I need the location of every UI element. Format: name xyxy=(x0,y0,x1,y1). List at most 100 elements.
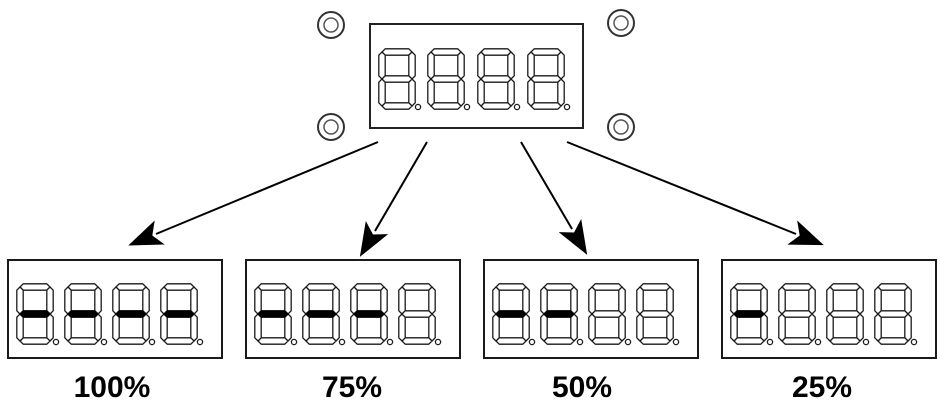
seg-c xyxy=(190,313,198,342)
seg-b xyxy=(457,51,465,80)
seg-e xyxy=(874,313,882,342)
seg-e xyxy=(636,313,644,342)
level-digit-3 xyxy=(826,283,870,346)
decimal-point xyxy=(414,103,422,111)
decimal-point xyxy=(672,338,680,346)
seg-b xyxy=(618,286,626,315)
seg-c xyxy=(457,78,465,107)
seg-e xyxy=(254,313,262,342)
arrow-to-75 xyxy=(359,141,428,257)
seg-f xyxy=(254,286,262,315)
level-label-100: 100% xyxy=(73,371,151,404)
seg-c xyxy=(522,313,530,342)
seg-a xyxy=(591,283,623,291)
seg-e xyxy=(527,78,535,107)
main-digit-2 xyxy=(427,48,471,111)
seg-d xyxy=(639,337,671,345)
seg-d xyxy=(877,337,909,345)
seg-g xyxy=(543,310,575,318)
seg-f xyxy=(826,286,834,315)
seg-b xyxy=(570,286,578,315)
main-digit-4 xyxy=(527,48,571,111)
seg-a xyxy=(305,283,337,291)
seg-a xyxy=(781,283,813,291)
seg-d xyxy=(381,102,413,110)
level-digit-2 xyxy=(302,283,346,346)
seg-a xyxy=(401,283,433,291)
seg-f xyxy=(636,286,644,315)
seg-e xyxy=(398,313,406,342)
seg-d xyxy=(257,337,289,345)
level-panels xyxy=(7,259,937,359)
decimal-point xyxy=(100,338,108,346)
seg-e xyxy=(378,78,386,107)
seg-g xyxy=(733,310,765,318)
seg-a xyxy=(257,283,289,291)
seg-c xyxy=(142,313,150,342)
level-digit-4 xyxy=(398,283,442,346)
seg-a xyxy=(430,48,462,56)
level-digit-1 xyxy=(16,283,60,346)
decimal-point xyxy=(463,103,471,111)
seg-d xyxy=(67,337,99,345)
seg-a xyxy=(353,283,385,291)
seg-c xyxy=(557,78,565,107)
arrows xyxy=(128,141,824,257)
seg-a xyxy=(877,283,909,291)
seg-f xyxy=(540,286,548,315)
mount-hole-bottom-right xyxy=(607,113,635,141)
seg-f xyxy=(492,286,500,315)
decimal-point xyxy=(52,338,60,346)
level-digit-3 xyxy=(588,283,632,346)
seg-b xyxy=(284,286,292,315)
seg-c xyxy=(570,313,578,342)
seg-b xyxy=(904,286,912,315)
seg-f xyxy=(527,51,535,80)
seg-b xyxy=(557,51,565,80)
level-digit-3 xyxy=(112,283,156,346)
seg-f xyxy=(477,51,485,80)
seg-d xyxy=(733,337,765,345)
level-digit-3 xyxy=(350,283,394,346)
seg-g xyxy=(829,310,861,318)
seg-g xyxy=(67,310,99,318)
seg-b xyxy=(428,286,436,315)
decimal-point xyxy=(862,338,870,346)
seg-g xyxy=(401,310,433,318)
level-digit-1 xyxy=(254,283,298,346)
seg-b xyxy=(380,286,388,315)
seg-c xyxy=(760,313,768,342)
seg-b xyxy=(94,286,102,315)
arrow-to-50 xyxy=(520,141,588,255)
seg-a xyxy=(543,283,575,291)
seg-g xyxy=(639,310,671,318)
seg-c xyxy=(904,313,912,342)
seg-e xyxy=(477,78,485,107)
seg-a xyxy=(495,283,527,291)
main-display-digits xyxy=(378,48,571,111)
seg-a xyxy=(829,283,861,291)
seg-c xyxy=(94,313,102,342)
seg-a xyxy=(381,48,413,56)
seg-d xyxy=(115,337,147,345)
seg-d xyxy=(163,337,195,345)
seg-e xyxy=(160,313,168,342)
top-display-module xyxy=(317,9,635,141)
seg-g xyxy=(781,310,813,318)
seg-b xyxy=(190,286,198,315)
seg-d xyxy=(401,337,433,345)
seg-b xyxy=(408,51,416,80)
seg-f xyxy=(16,286,24,315)
seg-a xyxy=(530,48,562,56)
level-digit-1 xyxy=(492,283,536,346)
seg-f xyxy=(874,286,882,315)
seg-b xyxy=(666,286,674,315)
seg-e xyxy=(302,313,310,342)
seg-f xyxy=(398,286,406,315)
seg-e xyxy=(540,313,548,342)
seg-b xyxy=(522,286,530,315)
seg-e xyxy=(64,313,72,342)
seg-f xyxy=(160,286,168,315)
decimal-point xyxy=(528,338,536,346)
